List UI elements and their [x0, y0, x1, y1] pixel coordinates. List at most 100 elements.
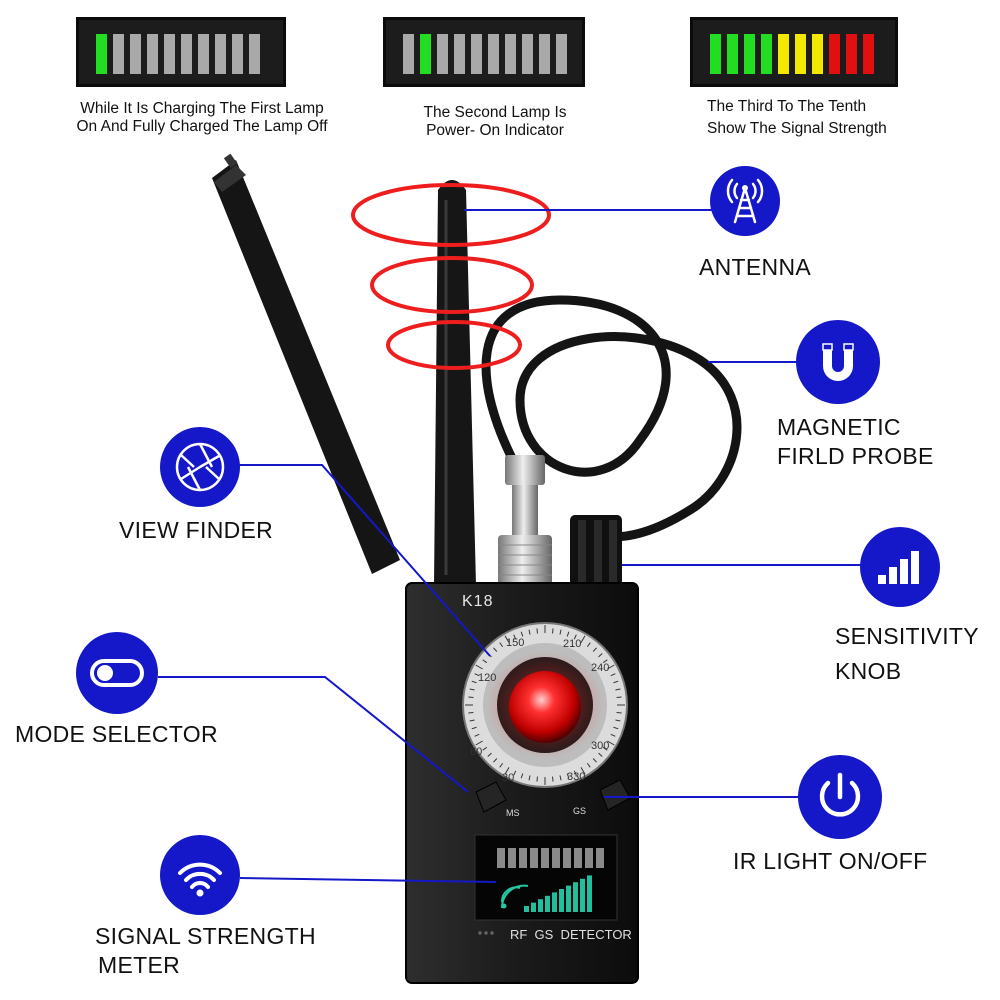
dial-tick [468, 696, 474, 698]
led-segment [471, 34, 482, 74]
display-bar [552, 892, 557, 912]
dial-tick [499, 642, 504, 648]
display-segment [552, 848, 560, 868]
dial-tick [528, 629, 531, 635]
dial-tick [559, 775, 562, 781]
signal-display [474, 834, 618, 921]
led-segment [863, 34, 874, 74]
magnet-icon [796, 320, 880, 404]
led-segment [454, 34, 465, 74]
led-segment [96, 34, 107, 74]
led-segment [778, 34, 789, 74]
display-segment [530, 848, 538, 868]
dial-tick [607, 740, 615, 746]
caption-power: The Second Lamp Is Power- On Indicator [423, 104, 567, 139]
dial-tick [536, 628, 538, 634]
probe-connector [498, 455, 552, 590]
dial-tick [580, 767, 586, 775]
dial-tick [513, 634, 517, 640]
probe-cable [481, 295, 742, 542]
dial-tick [602, 746, 608, 751]
dial-tick [610, 733, 616, 737]
dial-tick [559, 629, 562, 635]
dial-number: 150 [506, 637, 525, 649]
dial-tick [615, 719, 621, 722]
led-segment [761, 34, 772, 74]
dial-tick [586, 762, 591, 768]
device-footer-label: RF GS DETECTOR [510, 927, 632, 942]
dial-tick [487, 752, 492, 757]
led-segment [505, 34, 516, 74]
dial-tick [573, 634, 577, 640]
led-segment [795, 34, 806, 74]
magnetic-probe-label: MAGNETIC FIRLD PROBE [777, 414, 934, 469]
display-bar [524, 906, 529, 912]
display-segment [497, 848, 505, 868]
model-label: K18 [462, 593, 494, 610]
led-segment [539, 34, 550, 74]
dial-tick [474, 673, 480, 677]
dial-number: 210 [563, 638, 582, 650]
dial-tick [504, 635, 510, 643]
dial-tick [580, 635, 586, 643]
wifi-icon [160, 835, 240, 915]
led-segment [437, 34, 448, 74]
dial-tick [493, 758, 498, 763]
dial-tick [471, 680, 477, 684]
led-segment [130, 34, 141, 74]
led-segment [215, 34, 226, 74]
folded-antenna [212, 153, 400, 574]
led-segment [113, 34, 124, 74]
led-segment [164, 34, 175, 74]
led-segment [744, 34, 755, 74]
rf-waves [351, 183, 551, 370]
toggle-icon [76, 632, 158, 714]
dial-tick [493, 647, 498, 652]
mode-selector-label: MODE SELECTOR [15, 721, 218, 747]
led-segment [249, 34, 260, 74]
led-segment [147, 34, 158, 74]
display-bar [573, 882, 578, 912]
ms-label: MS [506, 808, 520, 818]
dial-number: 60 [470, 746, 483, 758]
dial-tick [598, 653, 603, 658]
display-bar [580, 878, 585, 912]
display-bar [566, 885, 571, 912]
display-segment [574, 848, 582, 868]
display-bar [545, 895, 550, 912]
display-segment [508, 848, 516, 868]
antenna-icon [710, 166, 780, 236]
display-segment [563, 848, 571, 868]
dial-tick [616, 712, 622, 714]
mode-button [475, 781, 507, 813]
dial-tick [528, 775, 531, 781]
led-segment [420, 34, 431, 74]
led-segment [488, 34, 499, 74]
signal-meter-label: SIGNAL STRENGTH METER [95, 923, 316, 978]
leader-lines [158, 209, 862, 883]
antenna-label: ANTENNA [699, 254, 812, 280]
ir-lens [509, 671, 581, 743]
dial-tick [592, 647, 597, 652]
led-segment [846, 34, 857, 74]
led-segment [198, 34, 209, 74]
display-segment [585, 848, 593, 868]
ir-light-label: IR LIGHT ON/OFF [733, 848, 928, 874]
dial-tick [504, 767, 510, 775]
dial-tick [615, 688, 621, 691]
dial-tick [469, 719, 475, 722]
dial-tick [566, 631, 570, 637]
led-segment [522, 34, 533, 74]
dial-number: 120 [478, 672, 497, 684]
led-segment [181, 34, 192, 74]
led-segment [727, 34, 738, 74]
display-segment [596, 848, 604, 868]
display-bar [531, 902, 536, 912]
dial-tick [616, 696, 622, 698]
led-segment [710, 34, 721, 74]
dial-tick [566, 773, 570, 779]
dial-tick [475, 664, 483, 670]
dial-tick [573, 770, 577, 776]
caption-charging: While It Is Charging The First Lamp On A… [76, 100, 328, 135]
